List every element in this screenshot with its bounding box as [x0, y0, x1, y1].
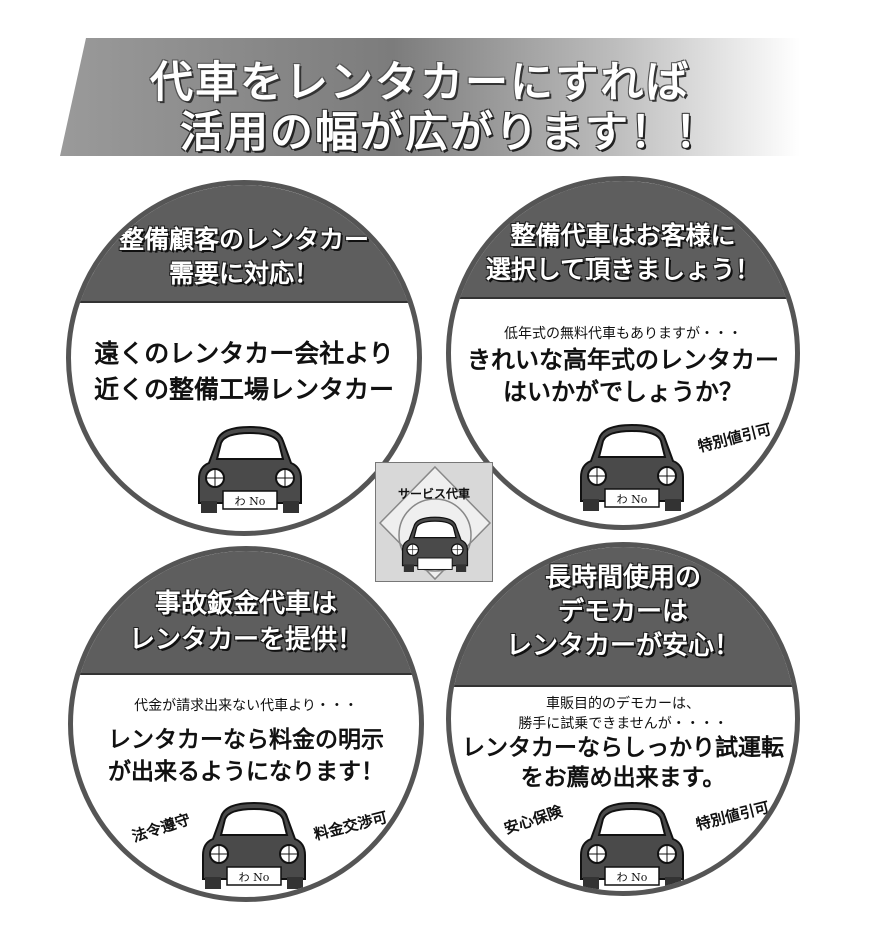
panel-body-line-1: きれいな高年式のレンタカー — [467, 346, 779, 374]
panel-maintenance-customer: 整備顧客のレンタカー 需要に対応！ 遠くのレンタカー会社より 近くの整備工場レン… — [66, 180, 422, 536]
panel-body-line-1: レンタカーならしっかり試運転 — [462, 735, 784, 761]
panel-heading-line-3: レンタカーが安心！ — [505, 631, 740, 661]
insurance-badge: 安心保険 — [501, 802, 565, 838]
negotiable-price-badge: 料金交渉可 — [312, 808, 390, 844]
panel-maintenance-loaner: 整備代車はお客様に 選択して頂きましょう！ 低年式の無料代車もありますが・・・ … — [446, 176, 800, 530]
panel-accident-repair: 事故鈑金代車は レンタカーを提供！ 代金が請求出来ない代車より・・・ レンタカー… — [68, 546, 424, 902]
car-icon: わ No — [198, 425, 302, 513]
panel-heading-line-1: 長時間使用の — [544, 563, 701, 593]
license-plate: わ No — [617, 493, 648, 506]
panel-note: 代金が請求出来ない代車より・・・ — [134, 698, 358, 714]
service-car-emblem: サービス代車 — [375, 462, 493, 582]
panel-body-line-2: 近くの整備工場レンタカー — [93, 375, 394, 404]
panel-heading-line-1: 整備代車はお客様に — [510, 221, 736, 250]
compliance-badge: 法令遵守 — [129, 810, 193, 846]
panel-heading-band — [73, 551, 419, 675]
panel-heading-line-2: 選択して頂きましょう！ — [485, 255, 761, 284]
car-icon: わ No — [202, 801, 306, 889]
headline-banner — [60, 38, 800, 156]
panel-heading-line-2: デモカーは — [557, 597, 688, 627]
panel-body-line-1: 遠くのレンタカー会社より — [94, 339, 394, 368]
panel-body-line-2: が出来るようになります！ — [108, 759, 384, 785]
car-icon: わ No — [580, 801, 684, 889]
panel-heading-line-1: 整備顧客のレンタカー — [118, 225, 369, 254]
service-car-label: サービス代車 — [397, 487, 470, 501]
panel-heading-line-2: レンタカーを提供！ — [128, 625, 363, 655]
special-discount-badge: 特別値引可 — [694, 798, 772, 834]
panel-heading-line-1: 事故鈑金代車は — [154, 589, 337, 619]
car-icon — [401, 516, 469, 572]
panel-note-line-1: 車販目的のデモカーは、 — [546, 696, 700, 712]
special-discount-badge: 特別値引可 — [696, 420, 774, 456]
panel-heading-band — [71, 185, 417, 303]
panel-note-line-2: 勝手に試乗できませんが・・・・ — [518, 716, 728, 732]
panel-body-line-2: をお薦め出来ます。 — [520, 765, 726, 791]
headline-line-1: 代車をレンタカーにすれば — [150, 58, 691, 108]
car-icon: わ No — [580, 423, 684, 511]
panel-body-line-1: レンタカーなら料金の明示 — [108, 727, 384, 753]
headline-line-2: 活用の幅が広がります！！ — [180, 108, 720, 158]
panel-demo-car: 長時間使用の デモカーは レンタカーが安心！ 車販目的のデモカーは、 勝手に試乗… — [446, 542, 800, 896]
license-plate: わ No — [617, 871, 648, 884]
license-plate: わ No — [239, 871, 270, 884]
panel-body-line-2: はいかがでしょうか？ — [503, 378, 743, 406]
license-plate: わ No — [235, 495, 266, 508]
panel-heading-band — [451, 181, 795, 299]
panel-note: 低年式の無料代車もありますが・・・ — [504, 326, 742, 342]
panel-heading-band — [451, 547, 795, 687]
panel-heading-line-2: 需要に対応！ — [168, 259, 319, 288]
